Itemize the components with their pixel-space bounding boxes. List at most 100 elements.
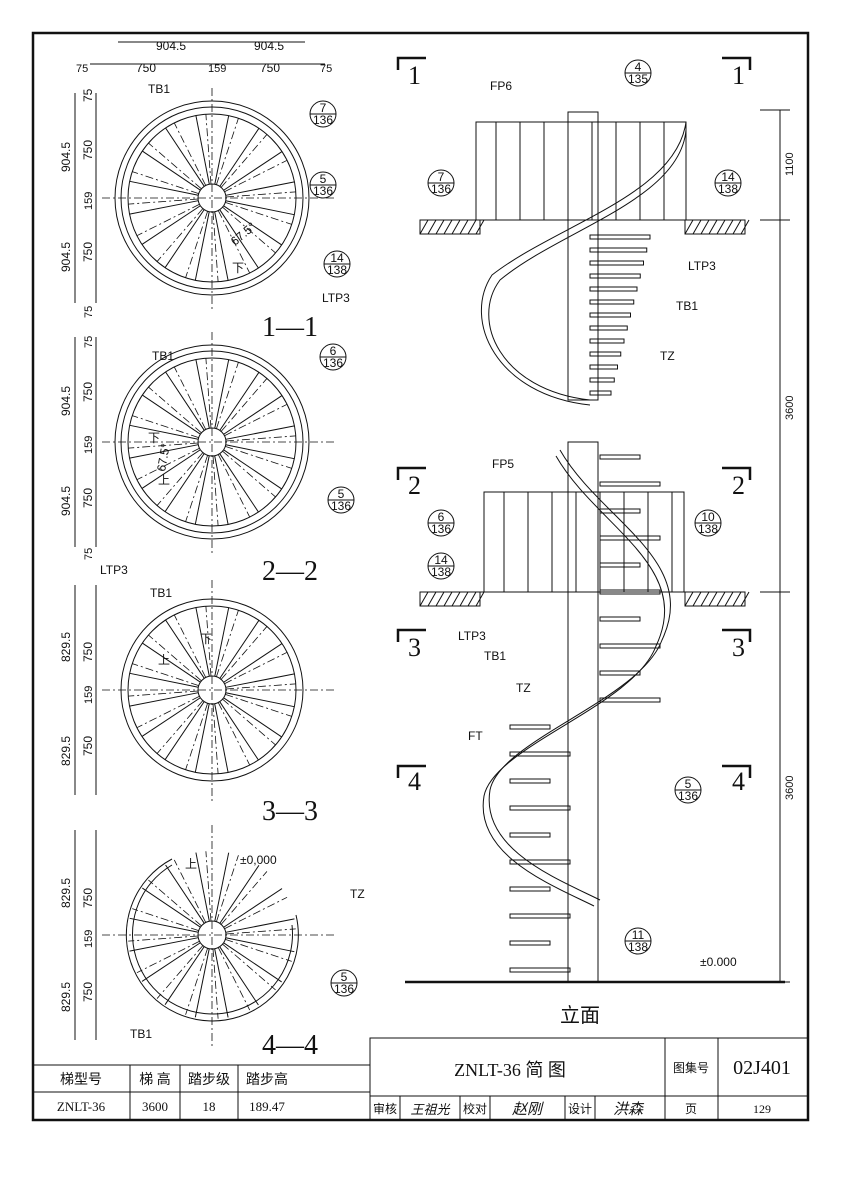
dim: 750 (81, 982, 95, 1002)
callout-page: 136 (323, 356, 343, 370)
tread-centerline (185, 948, 208, 1015)
tread-edge (195, 359, 210, 429)
tz-label: TZ (350, 887, 365, 901)
tread-edge (214, 607, 230, 677)
up-label: 上 (158, 473, 170, 487)
dim: 750 (81, 642, 95, 662)
tread (599, 616, 641, 622)
ltp3-label: LTP3 (458, 629, 486, 643)
tread-edge (129, 444, 199, 459)
dim: 750 (81, 242, 95, 262)
tread-edge (129, 917, 199, 933)
fp5-label: FP5 (492, 457, 514, 471)
hatch (467, 219, 477, 235)
tread-edge (225, 425, 295, 440)
down-label: 下 (232, 261, 244, 275)
table-header: 踏步高 (246, 1071, 288, 1088)
tread-centerline (220, 134, 268, 188)
hatch (684, 591, 694, 607)
callout-page: 136 (313, 184, 333, 198)
tread-edge (141, 205, 201, 245)
section-title: 1—1 (262, 312, 318, 343)
callout-page: 136 (334, 982, 354, 996)
tread-centerline (205, 358, 212, 429)
up-label: 上 (158, 653, 170, 667)
tread (589, 351, 622, 357)
sheet-border (31, 31, 810, 1122)
plan-view-4 (74, 825, 337, 1047)
tread-edge (165, 371, 205, 431)
tread-edge (223, 395, 283, 435)
tread-centerline (212, 703, 219, 774)
tread-edge (219, 453, 259, 513)
callout-number: 14 (721, 170, 735, 184)
tread-edge (225, 918, 295, 933)
tb1-label: TB1 (676, 299, 698, 313)
hatch (724, 219, 734, 235)
tread-centerline (132, 663, 199, 686)
tread-edge (142, 642, 201, 683)
tread (509, 913, 571, 919)
detail-callouts: 7136513614138613651365136413571361413810… (309, 59, 742, 997)
tz-label: TZ (660, 349, 675, 363)
dim: 159 (83, 686, 95, 704)
tread (589, 299, 635, 305)
tread-centerline (156, 452, 204, 506)
handrail (482, 455, 665, 907)
section-mark: 1 (732, 61, 745, 90)
tread (509, 724, 551, 730)
hatch (459, 219, 469, 235)
tread-edge (223, 697, 282, 738)
ltp3-label: LTP3 (100, 563, 128, 577)
tread (599, 589, 661, 595)
tread-centerline (217, 702, 251, 766)
tread-edge (223, 942, 282, 983)
tread-centerline (148, 142, 202, 190)
tread-centerline (132, 908, 199, 931)
tread-edge (141, 449, 201, 489)
tread-centerline (216, 855, 239, 922)
tread-centerline (220, 871, 268, 925)
callout-page: 138 (431, 565, 451, 579)
callout-page: 136 (431, 522, 451, 536)
table-cell: 3600 (142, 1099, 168, 1114)
callout-page: 136 (678, 789, 698, 803)
tread-centerline (136, 940, 200, 974)
dim: 750 (81, 382, 95, 402)
tread (589, 273, 641, 279)
tread-edge (225, 937, 295, 953)
tread (599, 562, 641, 568)
atlas-number: 02J401 (733, 1057, 791, 1079)
dim: 829.5 (59, 878, 73, 908)
tread-centerline (173, 366, 207, 430)
dim: 750 (260, 61, 280, 75)
callout-number: 5 (320, 172, 327, 186)
tread-centerline (212, 455, 219, 526)
tread-centerline (128, 690, 199, 697)
tread-centerline (225, 939, 292, 962)
page-number: 129 (753, 1102, 771, 1116)
tread-edge (219, 701, 259, 761)
tread (589, 390, 612, 396)
table-cell: ZNLT-36 (57, 1099, 106, 1114)
plan-view-3 (74, 580, 337, 802)
tread-centerline (225, 694, 292, 717)
tread-edge (219, 865, 260, 924)
callout-number: 6 (330, 344, 337, 358)
center-column (567, 111, 599, 401)
tread-centerline (225, 683, 296, 690)
tread-edge (223, 643, 283, 683)
tread-centerline (185, 703, 208, 770)
tread-centerline (216, 362, 239, 429)
dim: 75 (76, 63, 88, 75)
spec-table: 梯型号 梯 高 踏步级 踏步高 ZNLT-36 3600 18 189.47 (32, 1064, 371, 1121)
tb1-label: TB1 (148, 82, 170, 96)
section-mark: 4 (408, 767, 421, 796)
hatch (443, 219, 453, 235)
callout-page: 138 (327, 263, 347, 277)
tread-centerline (148, 879, 202, 927)
dim: 904.5 (59, 142, 73, 172)
tread (509, 886, 551, 892)
